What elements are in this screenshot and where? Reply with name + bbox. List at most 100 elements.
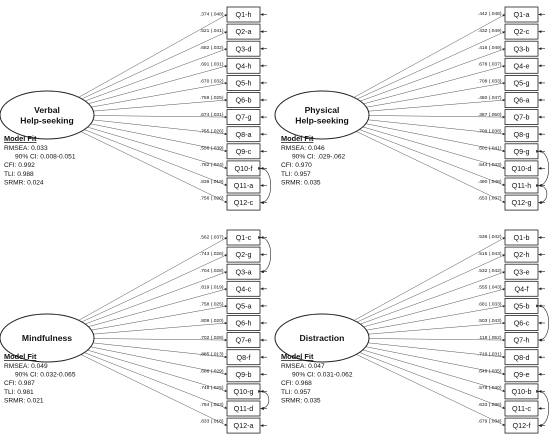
loading-path <box>362 349 506 392</box>
indicator-box <box>226 75 261 91</box>
model-fit-stat: CFI: 0.992 <box>4 162 35 169</box>
indicator-label: Q12-g <box>512 198 532 207</box>
loading-path <box>88 288 228 327</box>
loading-value: .674 (.031) <box>200 112 224 118</box>
loading-value: .503 (.043) <box>478 318 502 324</box>
indicator-label: Q5-a <box>236 302 252 311</box>
loading-value: .490 (.048) <box>478 179 502 185</box>
loading-path <box>368 115 506 119</box>
loading-path <box>85 48 228 102</box>
model-fit-stat: 90% CI: 0.008-0.051 <box>15 154 76 161</box>
loading-value: .532 (.042) <box>478 268 502 274</box>
latent-factor-ellipse <box>0 90 95 140</box>
indicator-label: Q11-c <box>512 404 531 413</box>
loading-path <box>365 346 506 376</box>
loading-path <box>88 65 228 104</box>
loading-path <box>367 119 506 136</box>
indicator-label: Q4-c <box>236 284 252 293</box>
loading-value: .521 (.041) <box>200 28 224 34</box>
loading-value: .374 (.048) <box>200 11 224 17</box>
loading-path <box>93 115 228 119</box>
loading-path <box>87 349 228 392</box>
loading-path <box>365 123 506 153</box>
model-fit-stat: TLI: 0.957 <box>281 171 311 178</box>
indicator-label: Q3-a <box>236 267 252 276</box>
loading-value: .416 (.049) <box>478 45 502 51</box>
loading-path <box>92 119 228 136</box>
loading-value: .544 (.043) <box>478 162 502 168</box>
loading-value: .515 (.043) <box>478 251 502 257</box>
indicator-box <box>226 92 261 108</box>
loading-path <box>356 354 506 426</box>
model-fit-stat: TLI: 0.981 <box>4 389 34 396</box>
latent-factor-ellipse <box>0 313 95 363</box>
indicator-label: Q10-f <box>235 164 253 173</box>
loading-value: .536 (.042) <box>478 234 502 240</box>
loading-path <box>367 342 506 359</box>
loading-path <box>353 237 506 321</box>
indicator-box <box>226 40 261 57</box>
loading-path <box>93 338 228 342</box>
loading-value: .708 (.033) <box>478 78 502 84</box>
factor-model: Q1-b.536 (.042)Q2-h.515 (.043)Q3-e.532 (… <box>274 229 550 434</box>
model-fit-stat: 90% CI: 0.032-0.065 <box>15 372 76 379</box>
indicator-label: Q3-d <box>236 44 252 53</box>
indicator-label: Q10-b <box>512 387 532 396</box>
indicator-label: Q6-c <box>514 319 530 328</box>
indicator-label: Q2-h <box>514 250 530 259</box>
loading-value: .460 (.047) <box>478 95 502 101</box>
loading-value: .555 (.043) <box>478 285 502 291</box>
model-fit-heading: Model Fit <box>4 134 37 143</box>
loading-value: .809 (.020) <box>200 318 224 324</box>
loading-path <box>368 98 506 112</box>
loading-path <box>90 123 228 153</box>
loading-path <box>92 342 228 359</box>
model-fit-stat: SRMR: 0.024 <box>4 179 44 186</box>
loading-value: .686 (.029) <box>200 368 224 374</box>
loading-path <box>359 129 506 186</box>
model-fit-stat: RMSEA: 0.049 <box>4 363 48 370</box>
indicator-label: Q1-h <box>236 10 252 19</box>
loading-path <box>87 126 228 169</box>
indicator-box <box>226 332 261 349</box>
factor-model: Q1-a.442 (.048)Q2-c.432 (.049)Q3-b.416 (… <box>274 6 550 211</box>
indicator-label: Q7-h <box>514 336 530 345</box>
model-fit-stat: 90% CI: 0.031-0.062 <box>292 372 353 379</box>
indicator-box <box>504 349 539 366</box>
loading-path <box>84 129 228 186</box>
loading-path <box>360 48 506 102</box>
loading-value: .118 (.052) <box>478 335 502 341</box>
indicator-label: Q2-g <box>236 250 252 259</box>
model-fit-stat: TLI: 0.957 <box>281 389 311 396</box>
loading-value: .709 (.038) <box>478 129 502 135</box>
loading-path <box>353 14 506 98</box>
model-fit-heading: Model Fit <box>281 134 314 143</box>
loading-path <box>368 321 506 335</box>
indicator-label: Q3-b <box>514 44 530 53</box>
model-fit-stat: RMSEA: 0.047 <box>281 363 325 370</box>
latent-factor-label: Physical <box>305 105 340 115</box>
indicator-label: Q7-b <box>514 113 530 122</box>
loading-path <box>356 131 506 203</box>
indicator-label: Q4-f <box>515 284 529 293</box>
loading-path <box>363 288 506 328</box>
indicator-label: Q6-h <box>236 319 252 328</box>
factor-model: Q1-h.374 (.048)Q2-a.521 (.041)Q3-d.682 (… <box>0 6 272 211</box>
indicator-label: Q5-g <box>514 79 530 88</box>
loading-path <box>78 14 228 98</box>
indicator-label: Q11-h <box>512 181 531 190</box>
latent-factor-ellipse <box>274 313 370 363</box>
loading-path <box>85 271 228 325</box>
loading-path <box>78 237 228 321</box>
loading-value: .578 (.040) <box>478 385 502 391</box>
loading-path <box>362 126 506 169</box>
indicator-label: Q8-f <box>237 353 251 362</box>
loading-value: .748 (.025) <box>200 385 224 391</box>
indicator-label: Q1-a <box>514 10 530 19</box>
model-fit-stat: SRMR: 0.035 <box>281 397 321 404</box>
loading-path <box>360 271 506 325</box>
loading-path <box>90 346 228 376</box>
indicator-box <box>504 280 539 297</box>
loading-value: .649 (.035) <box>478 368 502 374</box>
indicator-label: Q9-b <box>236 370 252 379</box>
